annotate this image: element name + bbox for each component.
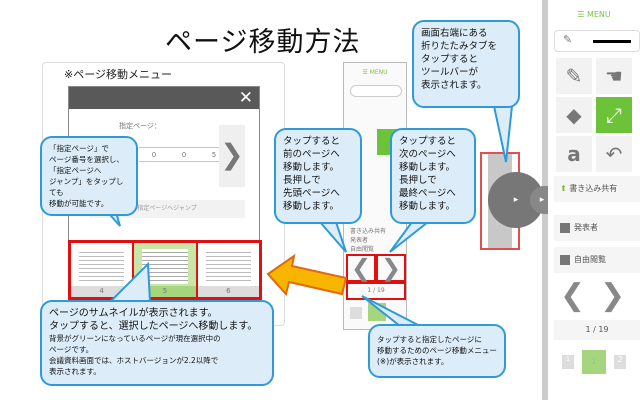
orange-arrow-icon <box>266 253 348 297</box>
callout-jump: 「指定ページ」で ページ番号を選択し、 「指定ページへ ジャンプ」をタップしても… <box>40 136 138 216</box>
prev-page-button[interactable]: ❮ <box>346 254 376 282</box>
mini-free[interactable]: 自由閲覧 <box>350 246 375 253</box>
page-number[interactable]: 1 / 19 <box>554 320 640 340</box>
close-icon[interactable]: ✕ <box>238 88 253 108</box>
thumb-num: 5 <box>134 286 196 297</box>
callout-thumb-sub: 背景がグリーンになっているページが現在選択中の ページです。 会議資料画面では、… <box>49 334 221 376</box>
hand-tool-icon[interactable]: ☚ <box>596 58 632 94</box>
text-tool-icon[interactable]: a <box>556 136 592 172</box>
mini-share[interactable]: 書き込み共有 <box>350 228 387 235</box>
thumbnail[interactable]: 6 <box>197 243 259 297</box>
digit[interactable]: 0 <box>181 151 187 159</box>
next-page-button[interactable]: ❯ <box>376 254 406 282</box>
mini-presenter[interactable]: 発表者 <box>350 237 369 244</box>
thumb-num: 4 <box>71 286 133 297</box>
thumb-num: 6 <box>197 286 259 297</box>
callout-pagemenu: タップすると指定したページに 移動するためのページ移動メニュー (※)が表示され… <box>368 324 506 378</box>
presenter-checkbox[interactable]: 発表者 <box>554 215 640 241</box>
toolbar-sidebar: ☰ MENU ✎ ✎ ☚ ◆ ⤢ a ↶ ⬆ 書き込み共有 発表者 自由閲覧 ❮… <box>548 0 640 400</box>
page-menu-label: ※ページ移動メニュー <box>64 68 172 81</box>
callout-tab: 画面右端にある 折りたたみタブを タップすると ツールバーが 表示されます。 <box>412 20 520 108</box>
prev-page-icon[interactable]: ❮ <box>560 278 586 313</box>
page-number-button[interactable]: 1 / 19 <box>346 282 406 300</box>
eraser-icon[interactable]: ◆ <box>556 97 592 133</box>
share-label: 書き込み共有 <box>569 184 618 193</box>
share-writing-button[interactable]: ⬆ 書き込み共有 <box>554 176 640 202</box>
digit[interactable]: 0 <box>151 151 157 159</box>
digit[interactable]: 5 <box>211 151 217 159</box>
page-title: ページ移動方法 <box>165 27 361 58</box>
dialog-header: ✕ <box>69 87 259 109</box>
presenter-label: 発表者 <box>574 223 598 232</box>
mini-page-icon[interactable] <box>350 307 362 319</box>
page-field-label: 指定ページ： <box>119 122 161 130</box>
callout-next: タップすると 次のページへ 移動します。 長押しで 最終ページへ 移動します。 <box>390 128 476 224</box>
next-arrow-icon[interactable]: ❯ <box>219 125 245 187</box>
next-page-icon[interactable]: ❯ <box>600 278 626 313</box>
page-next[interactable]: 2 <box>614 355 626 369</box>
page-thumb-icon[interactable]: 1 <box>562 355 574 369</box>
free-browse-checkbox[interactable]: 自由閲覧 <box>554 247 640 273</box>
page-digit-picker[interactable]: 0 0 5 <box>139 147 229 162</box>
share-icon: ⬆ <box>560 184 567 193</box>
mini-menu[interactable]: ☰ MENU <box>362 69 388 76</box>
move-icon[interactable]: ⤢ <box>596 97 632 133</box>
callout-prev: タップすると 前のページへ 移動します。 長押しで 先頭ページへ 移動します。 <box>274 128 362 224</box>
free-label: 自由閲覧 <box>574 255 606 264</box>
undo-icon[interactable]: ↶ <box>596 136 632 172</box>
callout-thumb-main: ページのサムネイルが表示されます。 タップすると、選択したページへ移動します。 <box>49 308 258 332</box>
pen-tool-icon[interactable]: ✎ <box>556 58 592 94</box>
thumbnail-strip: 4 5 6 <box>68 240 262 300</box>
menu-button[interactable]: ☰ MENU <box>577 10 611 19</box>
callout-thumbnails: ページのサムネイルが表示されます。 タップすると、選択したページへ移動します。 … <box>40 300 274 386</box>
pen-color[interactable] <box>350 85 402 97</box>
page-current[interactable]: 1 <box>582 350 606 374</box>
pen-icon: ✎ <box>563 33 573 46</box>
